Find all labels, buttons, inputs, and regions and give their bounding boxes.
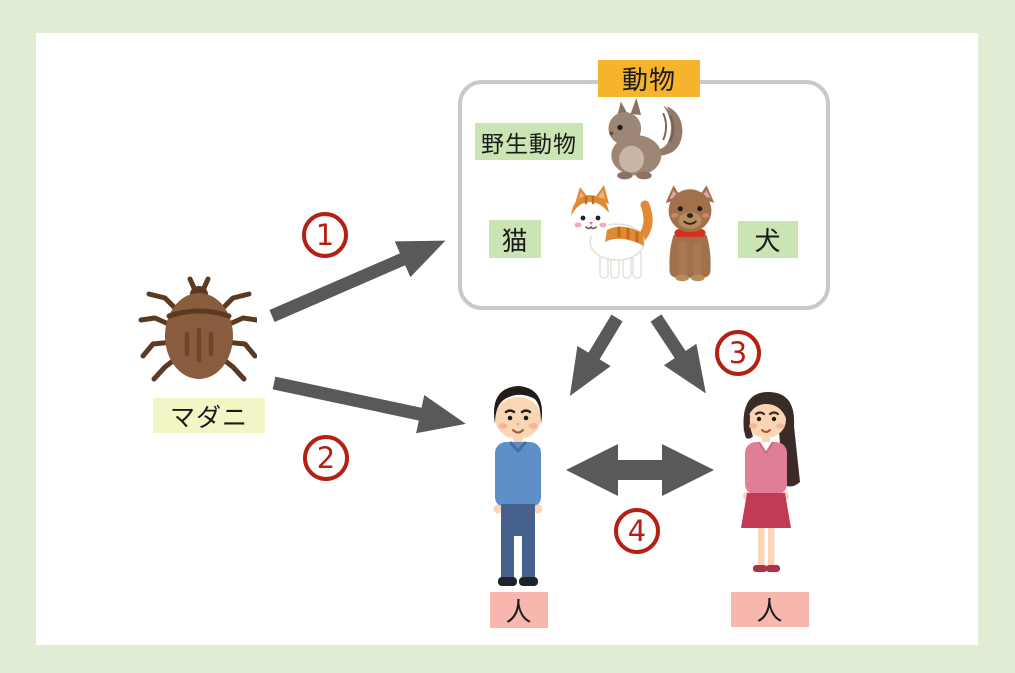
man-icon bbox=[493, 386, 543, 586]
arrow-animals-to-woman bbox=[650, 314, 706, 394]
arrow-animals-to-man bbox=[569, 314, 623, 397]
cat-label: 猫 bbox=[489, 220, 541, 258]
tick-icon bbox=[138, 276, 257, 382]
route-4-badge: 4 bbox=[614, 508, 660, 554]
tick-label: マダニ bbox=[153, 398, 265, 433]
route-1-badge: 1 bbox=[302, 212, 348, 258]
human-left-label: 人 bbox=[490, 592, 548, 628]
animal-box-title: 動物 bbox=[598, 60, 700, 97]
route-3-badge: 3 bbox=[715, 330, 761, 376]
cat-icon bbox=[570, 185, 653, 279]
arrow-tick-to-animals bbox=[269, 240, 446, 322]
route-2-badge: 2 bbox=[303, 435, 349, 481]
wild-animal-label: 野生動物 bbox=[475, 123, 583, 160]
dog-icon bbox=[665, 185, 715, 282]
woman-icon bbox=[741, 392, 800, 572]
dog-label: 犬 bbox=[738, 221, 798, 258]
human-right-label: 人 bbox=[731, 592, 809, 627]
arrow-tick-to-human bbox=[272, 376, 466, 434]
squirrel-icon bbox=[608, 97, 683, 180]
